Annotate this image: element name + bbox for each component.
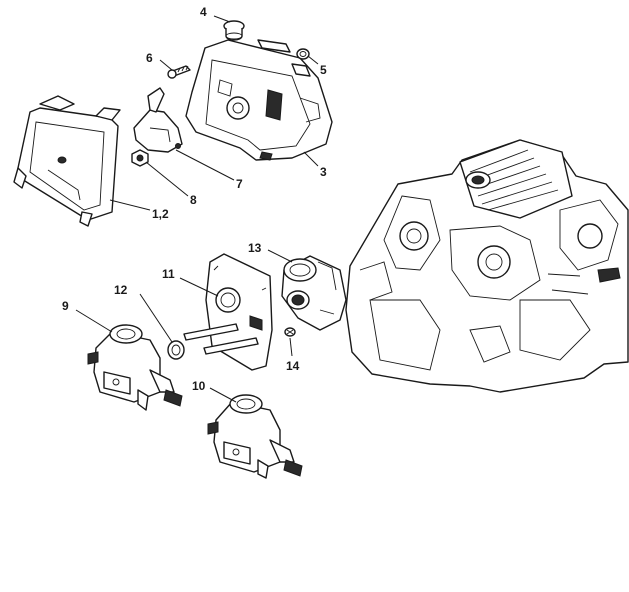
part-7-baffle[interactable]	[133, 87, 183, 153]
engine-assembly	[345, 139, 629, 393]
part-11-plate[interactable]	[183, 253, 273, 371]
callout-9: 9	[62, 299, 69, 313]
callout-10: 10	[192, 379, 206, 393]
part-9-carburetor[interactable]	[87, 324, 183, 411]
callout-5: 5	[320, 63, 327, 77]
callout-8: 8	[190, 193, 197, 207]
part-10-carburetor[interactable]	[207, 394, 303, 479]
part-5-o-ring[interactable]	[296, 48, 310, 60]
part-6-screw[interactable]	[167, 65, 191, 79]
leader-12	[139, 293, 173, 343]
leader-8	[145, 161, 189, 197]
part-14-screw[interactable]	[284, 327, 296, 337]
leader-14	[289, 337, 293, 357]
part-4-grommet[interactable]	[223, 20, 245, 41]
part-13-intake-manifold[interactable]	[281, 255, 347, 331]
callout-11: 11	[162, 267, 175, 281]
leader-7	[175, 149, 235, 181]
callout-14: 14	[286, 359, 300, 373]
part-8-nut[interactable]	[131, 149, 149, 167]
callout-3: 3	[320, 165, 327, 179]
leader-11	[179, 277, 219, 297]
leader-3	[303, 151, 319, 167]
leader-6	[159, 59, 173, 71]
leader-13	[267, 249, 293, 263]
leader-lines	[75, 15, 319, 403]
part-3-shroud[interactable]	[185, 39, 333, 161]
callout-13: 13	[248, 241, 262, 255]
part-1-2-filter-cover[interactable]	[13, 95, 121, 227]
leader-5	[307, 55, 319, 65]
callout-7: 7	[236, 177, 243, 191]
callout-12: 12	[114, 283, 128, 297]
leader-1-2	[109, 199, 151, 211]
leader-4	[213, 15, 231, 23]
callout-4: 4	[200, 5, 207, 19]
leader-9	[75, 309, 113, 333]
callout-6: 6	[146, 51, 153, 65]
leader-10	[209, 387, 237, 403]
part-12-o-ring[interactable]	[167, 340, 185, 360]
callout-1-2: 1,2	[152, 207, 169, 221]
callout-labels: 4 5 6 3 7 8 1,2 13 11 12 9 14 10	[62, 5, 327, 393]
